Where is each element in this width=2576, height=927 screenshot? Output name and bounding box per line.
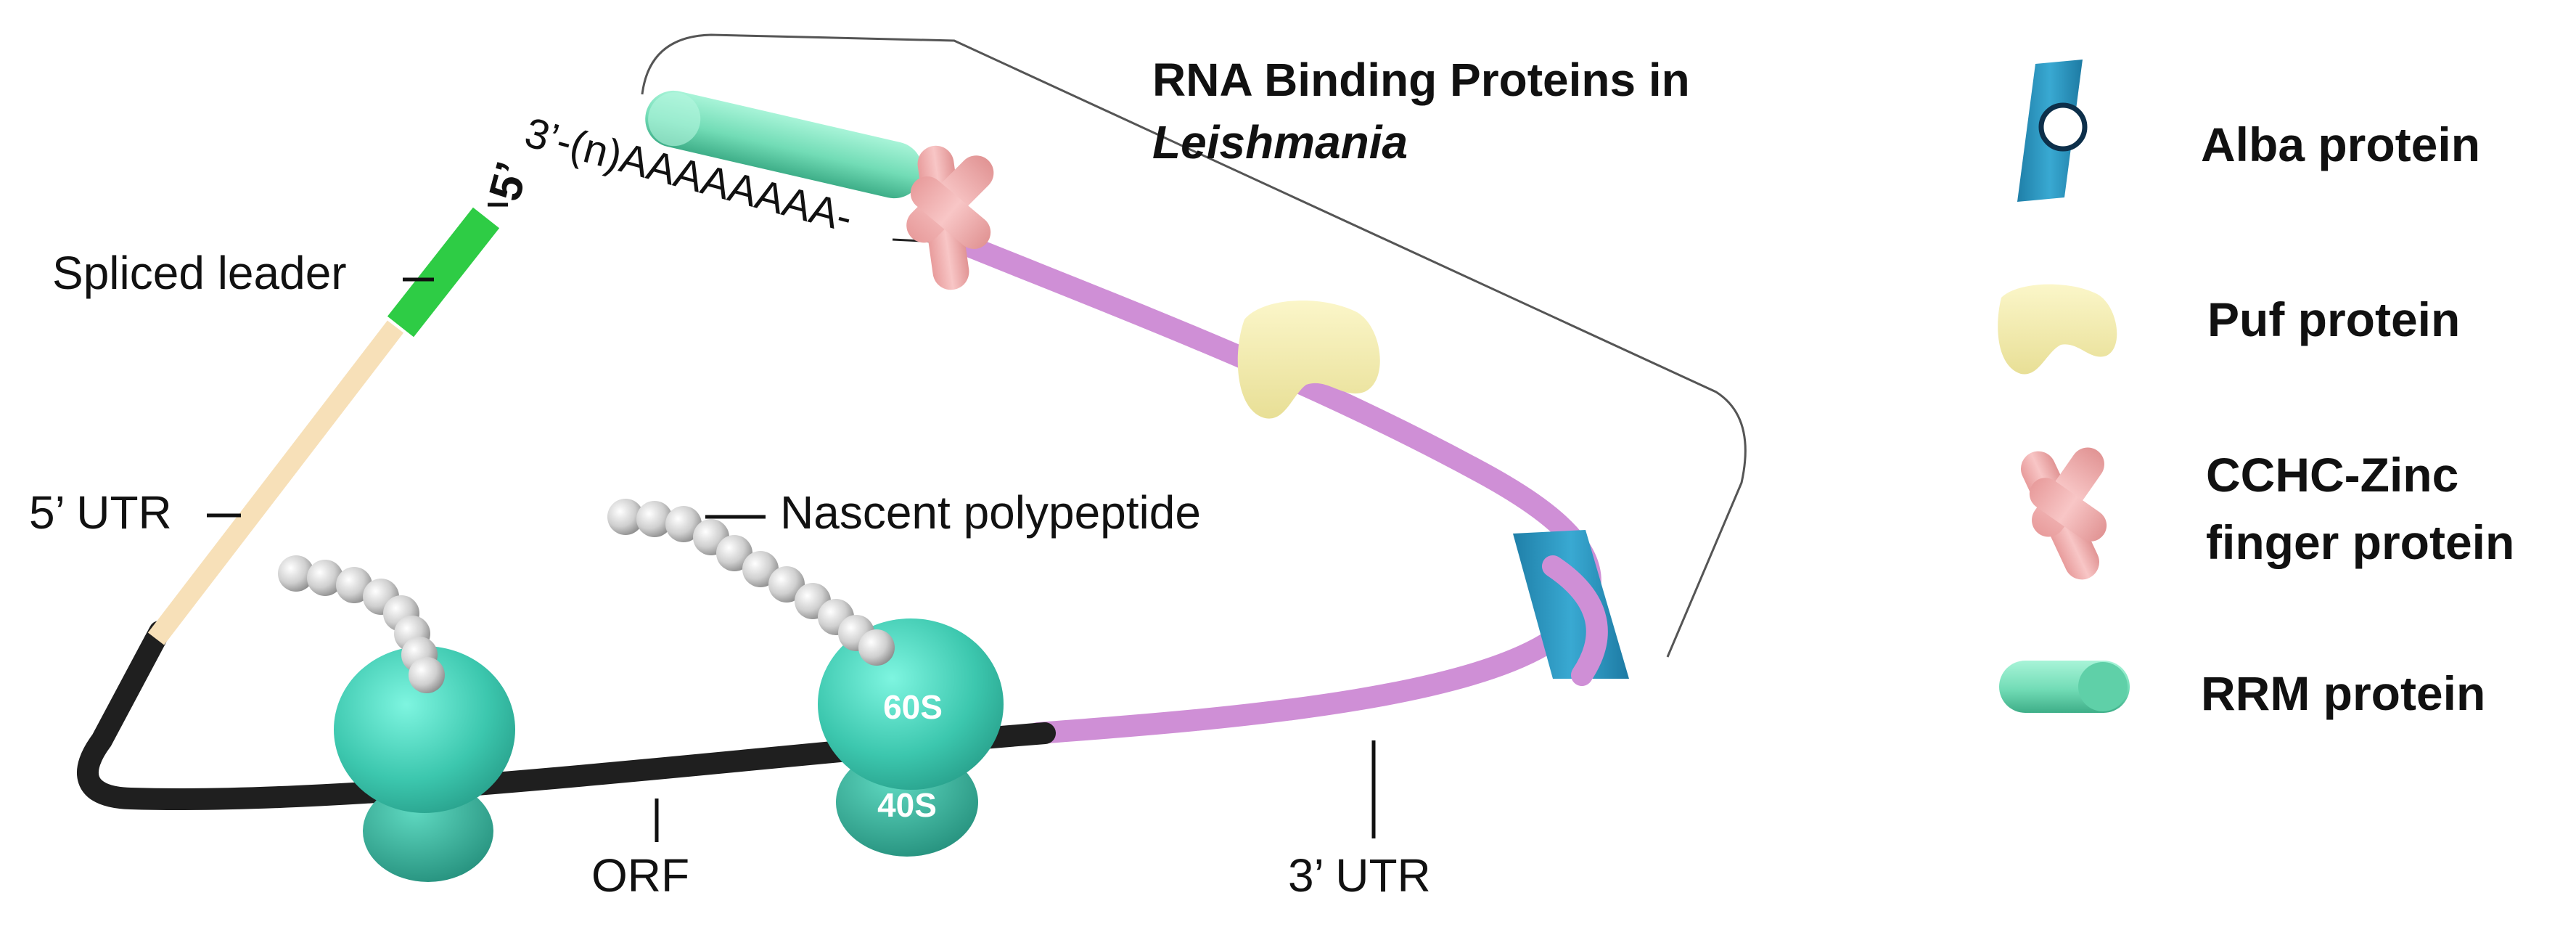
spliced-leader-segment (387, 207, 500, 338)
legend: Alba protein Puf protein CCHC-Zinc finge… (1998, 60, 2514, 720)
three-utr-label: 3’ UTR (1288, 849, 1431, 902)
diagram-title-line1: RNA Binding Proteins in (1152, 54, 1690, 106)
ribosome-right: 60S 40S (818, 618, 1004, 857)
legend-item-rrm: RRM protein (1999, 661, 2485, 720)
orf-label: ORF (591, 849, 689, 902)
cchc-zinc-finger-bound (906, 145, 994, 290)
ribosome-60s-label: 60S (883, 688, 943, 726)
legend-label-cchc-line2: finger protein (2206, 515, 2514, 569)
five-prime-label: 5’ (480, 157, 538, 206)
rrm-protein-bound (645, 90, 923, 199)
diagram-title-line2: Leishmania (1152, 116, 1408, 168)
puf-protein-icon (1998, 284, 2117, 375)
legend-label-rrm: RRM protein (2201, 666, 2485, 720)
cchc-zinc-finger-icon (2020, 447, 2107, 580)
puf-protein-bound (1237, 300, 1380, 419)
region-bracket (641, 33, 1747, 658)
legend-item-alba: Alba protein (2017, 60, 2480, 202)
alba-protein-icon (2017, 60, 2088, 202)
ribosome-left (334, 646, 515, 882)
nascent-polypeptide-right (607, 499, 895, 666)
nascent-polypeptide-label: Nascent polypeptide (780, 486, 1201, 539)
spliced-leader-label: Spliced leader (52, 247, 347, 299)
legend-label-puf: Puf protein (2207, 293, 2460, 346)
mrna-5utr-strand (147, 320, 404, 645)
legend-label-cchc-line1: CCHC-Zinc (2206, 448, 2458, 502)
alba-protein-bound (1513, 530, 1629, 686)
legend-label-alba: Alba protein (2201, 118, 2480, 171)
legend-item-puf: Puf protein (1998, 284, 2460, 375)
rrm-protein-icon (1999, 661, 2130, 713)
five-utr-label: 5’ UTR (29, 486, 172, 539)
nascent-polypeptide-left (278, 555, 445, 693)
mrna-orf-strand (77, 621, 1056, 810)
legend-item-cchc: CCHC-Zinc finger protein (2020, 447, 2514, 580)
ribosome-40s-label: 40S (877, 786, 937, 824)
